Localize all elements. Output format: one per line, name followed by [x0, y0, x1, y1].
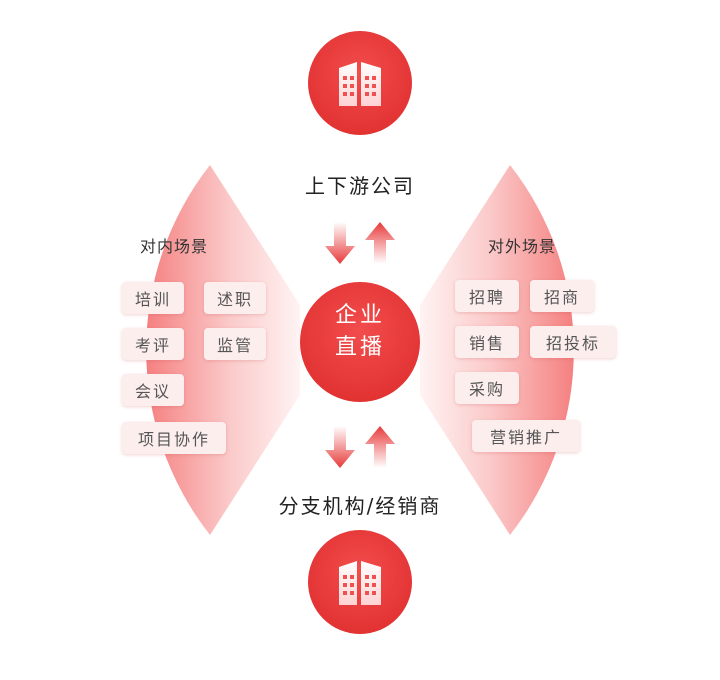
- right-tag: 销售: [455, 326, 519, 358]
- bottom-node-label: 分支机构/经销商: [278, 494, 442, 518]
- right-tag: 招商: [530, 280, 594, 312]
- top-down-arrow-icon: [325, 222, 355, 264]
- left-tag: 培训: [122, 282, 184, 314]
- left-tag: 考评: [122, 328, 184, 360]
- top-up-arrow-icon: [365, 222, 395, 264]
- right-tag: 招聘: [455, 280, 519, 312]
- left-tag: 监管: [204, 328, 266, 360]
- center-label-line2: 直播: [334, 335, 385, 360]
- center-label-line1: 企业: [334, 303, 385, 328]
- center-label: 企业 直播: [300, 300, 420, 364]
- bottom-building-node: [308, 530, 412, 634]
- center-node: [300, 282, 420, 402]
- building-icon: [339, 62, 381, 106]
- left-tag: 项目协作: [122, 422, 226, 454]
- right-tag: 采购: [455, 372, 519, 404]
- building-icon: [339, 561, 381, 605]
- top-node-label: 上下游公司: [305, 174, 415, 198]
- right-panel-title: 对外场景: [488, 237, 557, 256]
- bottom-up-arrow-icon: [365, 426, 395, 468]
- top-building-node: [308, 31, 412, 135]
- left-tag: 述职: [204, 282, 266, 314]
- left-tag: 会议: [122, 374, 184, 406]
- right-tag: 营销推广: [472, 420, 580, 452]
- left-panel-title: 对内场景: [140, 237, 209, 256]
- right-tag: 招投标: [530, 326, 616, 358]
- bottom-down-arrow-icon: [325, 426, 355, 468]
